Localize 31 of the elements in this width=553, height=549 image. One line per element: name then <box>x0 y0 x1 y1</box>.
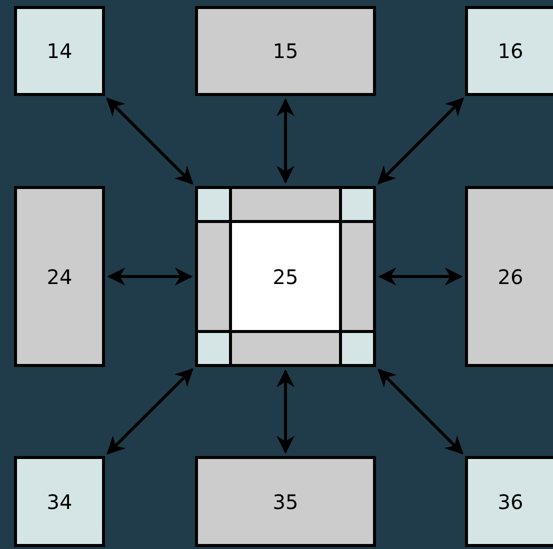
border-cell <box>339 186 376 223</box>
label-box <box>195 6 376 96</box>
double-arrow <box>276 98 294 184</box>
label-box <box>14 456 105 547</box>
double-arrow <box>107 268 193 286</box>
double-arrow <box>378 268 463 286</box>
label-box <box>465 6 553 96</box>
double-arrow <box>378 368 464 454</box>
box-label: 24 <box>46 264 72 288</box>
box-label: 16 <box>498 39 524 63</box>
label-box <box>14 6 105 96</box>
border-cell <box>339 330 376 367</box>
label-box <box>195 456 376 547</box>
border-cell <box>195 330 232 367</box>
double-arrow <box>276 369 294 454</box>
label-box <box>465 186 553 367</box>
double-arrow <box>106 98 194 185</box>
double-arrow <box>377 98 464 184</box>
border-cell <box>229 330 342 367</box>
nine-patch-box <box>195 186 376 367</box>
border-cell <box>339 220 376 333</box>
label-box <box>465 456 553 547</box>
label-box <box>14 186 105 367</box>
box-label: 14 <box>46 39 72 63</box>
box-label: 15 <box>272 39 298 63</box>
box-label: 36 <box>498 490 524 514</box>
double-arrow <box>106 368 194 455</box>
box-label: 34 <box>46 490 72 514</box>
box-label: 25 <box>272 264 298 288</box>
box-label: 35 <box>272 490 298 514</box>
box-label: 26 <box>498 264 524 288</box>
